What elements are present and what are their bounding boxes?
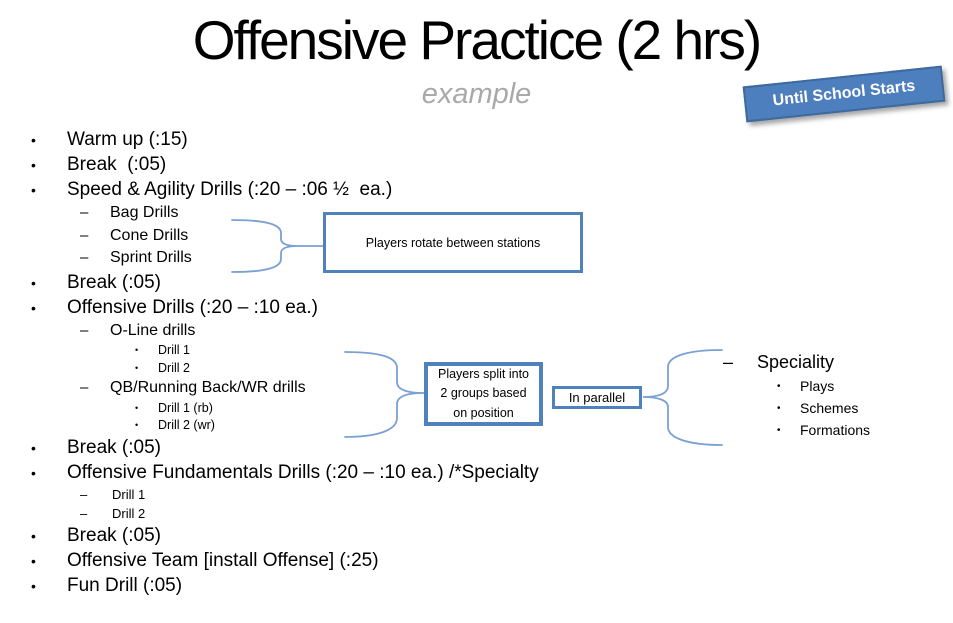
dash-bullet: – bbox=[723, 352, 734, 372]
dot-bullet: • bbox=[135, 420, 139, 430]
agenda-item-text: Break (:05) bbox=[67, 154, 167, 175]
agenda-item: • Break (:05) bbox=[29, 435, 669, 460]
agenda-item: • Speed & Agility Drills (:20 – :06 ½ ea.… bbox=[29, 177, 669, 202]
brace-speciality bbox=[642, 349, 723, 446]
dot-bullet: • bbox=[135, 345, 139, 355]
agenda-item: • Drill 1 (rb) bbox=[29, 400, 669, 418]
agenda-item: • Drill 2 (wr) bbox=[29, 417, 669, 435]
until-school-starts-banner: Until School Starts bbox=[742, 65, 946, 123]
speciality-item-text: Plays bbox=[800, 378, 835, 394]
speciality-heading: Speciality bbox=[757, 352, 835, 372]
dash-bullet: – bbox=[80, 204, 89, 221]
agenda-item: • Offensive Team [install Offense] (:25) bbox=[29, 548, 669, 573]
agenda-item-text: Drill 2 bbox=[158, 360, 190, 375]
agenda-item: – Bag Drills bbox=[29, 202, 669, 225]
speciality-item: • Plays bbox=[713, 375, 870, 397]
agenda-list: • Warm up (:15) • Break (:05) • Speed & Agili… bbox=[29, 127, 669, 598]
dash-bullet: – bbox=[80, 379, 89, 396]
speciality-item: • Schemes bbox=[713, 397, 870, 419]
dot-bullet: • bbox=[777, 425, 781, 436]
dot-bullet: • bbox=[31, 132, 36, 148]
agenda-item: • Offensive Drills (:20 – :10 ea.) bbox=[29, 295, 669, 320]
agenda-item-text: Cone Drills bbox=[110, 226, 189, 244]
dot-bullet: • bbox=[31, 157, 36, 173]
agenda-item: • Drill 1 bbox=[29, 342, 669, 360]
agenda-item-text: O-Line drills bbox=[110, 321, 196, 339]
agenda-item: • Fun Drill (:05) bbox=[29, 573, 669, 598]
brace-station-drills bbox=[231, 219, 324, 273]
dot-bullet: • bbox=[777, 403, 781, 414]
agenda-item: – Drill 1 bbox=[29, 485, 669, 504]
agenda-item-text: Drill 2 bbox=[112, 505, 146, 521]
dash-bullet: – bbox=[80, 226, 89, 244]
agenda-item-text: QB/Running Back/WR drills bbox=[110, 379, 306, 396]
agenda-item: – QB/Running Back/WR drills bbox=[29, 377, 669, 400]
agenda-item: • Break (:05) bbox=[29, 152, 669, 177]
agenda-item: – O-Line drills bbox=[29, 320, 669, 343]
dot-bullet: • bbox=[31, 182, 36, 198]
agenda-item-text: Offensive Team [install Offense] (:25) bbox=[67, 549, 379, 571]
agenda-item: • Break (:05) bbox=[29, 270, 669, 295]
callout-split-box: Players split into 2 groups based on pos… bbox=[424, 362, 543, 426]
agenda-item-text: Break (:05) bbox=[67, 524, 161, 546]
agenda-item-text: Warm up (:15) bbox=[67, 129, 188, 150]
slide-subtitle: example bbox=[421, 78, 532, 110]
agenda-item: – Cone Drills bbox=[29, 225, 669, 248]
agenda-item: • Warm up (:15) bbox=[29, 127, 669, 152]
agenda-item-text: Break (:05) bbox=[67, 436, 161, 458]
speciality-item-text: Formations bbox=[800, 422, 871, 438]
agenda-item: – Sprint Drills bbox=[29, 247, 669, 270]
dot-bullet: • bbox=[777, 381, 781, 392]
agenda-item: • Drill 2 bbox=[29, 360, 669, 378]
dot-bullet: • bbox=[31, 464, 36, 481]
speciality-items: • Plays • Schemes • Formations bbox=[713, 375, 870, 441]
dot-bullet: • bbox=[31, 439, 36, 456]
agenda-item-text: Drill 1 bbox=[112, 486, 146, 502]
speciality-block: – Speciality • Plays • Schemes • Formations bbox=[713, 349, 870, 441]
dot-bullet: • bbox=[135, 402, 139, 413]
speciality-item: • Formations bbox=[713, 419, 870, 441]
dash-bullet: – bbox=[80, 505, 88, 521]
agenda-item-text: Speed & Agility Drills (:20 – :06 ½ ea.) bbox=[67, 179, 393, 200]
slide-title: Offensive Practice (2 hrs) bbox=[192, 9, 762, 71]
agenda-item-text: Bag Drills bbox=[110, 204, 179, 221]
agenda-item-text: Sprint Drills bbox=[110, 249, 192, 266]
agenda-item-text: Break (:05) bbox=[67, 271, 161, 293]
dash-bullet: – bbox=[80, 321, 89, 339]
dash-bullet: – bbox=[80, 486, 88, 502]
dot-bullet: • bbox=[31, 274, 36, 291]
agenda-item-text: Drill 1 (rb) bbox=[158, 400, 213, 415]
speciality-heading-row: – Speciality bbox=[713, 349, 870, 375]
callout-rotate-box: Players rotate between stations bbox=[323, 212, 583, 273]
dot-bullet: • bbox=[31, 527, 36, 544]
agenda-item-text: Drill 2 (wr) bbox=[158, 418, 215, 432]
speciality-item-text: Schemes bbox=[800, 400, 859, 416]
agenda-item-text: Fun Drill (:05) bbox=[67, 574, 183, 596]
callout-parallel-box: In parallel bbox=[552, 386, 642, 409]
agenda-item-text: Offensive Drills (:20 – :10 ea.) bbox=[67, 296, 318, 318]
agenda-item: – Drill 2 bbox=[29, 504, 669, 523]
brace-split-groups bbox=[344, 351, 425, 438]
dot-bullet: • bbox=[31, 299, 36, 316]
dot-bullet: • bbox=[31, 577, 36, 594]
agenda-item: • Offensive Fundamentals Drills (:20 – :1… bbox=[29, 460, 669, 485]
agenda-item-text: Offensive Fundamentals Drills (:20 – :10… bbox=[67, 461, 539, 483]
dot-bullet: • bbox=[31, 552, 36, 569]
agenda-item: • Break (:05) bbox=[29, 523, 669, 548]
dot-bullet: • bbox=[135, 362, 139, 373]
agenda-item-text: Drill 1 bbox=[158, 343, 190, 357]
dash-bullet: – bbox=[80, 249, 89, 266]
